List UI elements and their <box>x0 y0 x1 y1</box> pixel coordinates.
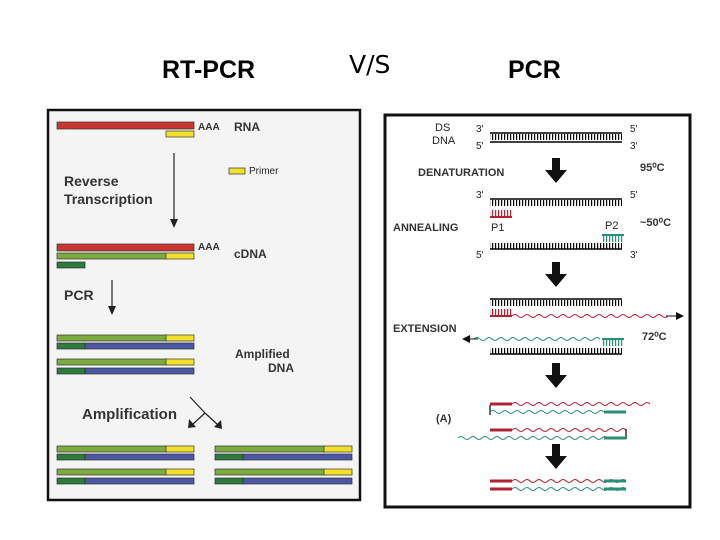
final-product <box>490 479 627 491</box>
extension-strand-top <box>490 298 669 318</box>
primer-legend-label: Primer <box>249 166 279 177</box>
arrow-down-icon <box>545 363 567 388</box>
ds-dna-label: DNA <box>432 135 456 147</box>
pcr-title: PCR <box>508 56 561 84</box>
primer-p2 <box>602 234 624 242</box>
arrow-down-icon <box>545 158 567 183</box>
cdna-second-primer <box>56 261 86 269</box>
primer-legend-swatch <box>228 167 246 175</box>
temp-50-label: ~50⁰C <box>640 217 671 229</box>
arrow-down-icon <box>108 280 116 315</box>
transcription-label: Transcription <box>64 191 153 207</box>
pcr-panel: DS DNA 3' 5' 5' 3' DENATURATION 95⁰C 3' … <box>383 113 692 509</box>
rna-label: RNA <box>234 120 260 134</box>
prime-label: 5' <box>630 190 638 201</box>
product-pair-1 <box>56 445 195 461</box>
temp-95-label: 95⁰C <box>640 162 665 174</box>
primer-p1 <box>490 210 512 218</box>
product-set-2 <box>457 428 627 440</box>
pcr-frame <box>383 113 692 509</box>
prime-label: 3' <box>630 250 638 261</box>
product-pair-2 <box>56 468 195 485</box>
product-a-label: (A) <box>436 413 452 425</box>
amplified-pair-1 <box>56 334 195 350</box>
rt-pcr-panel: AAA RNA Primer Reverse Transcription AAA… <box>46 108 362 502</box>
prime-label: 5' <box>476 141 484 152</box>
product-pair-3 <box>214 445 353 461</box>
arrow-down-icon <box>545 444 567 469</box>
primer-bar <box>165 130 195 138</box>
cdna-primer <box>165 252 195 260</box>
extension-strand-bottom <box>473 337 624 355</box>
prime-label: 5' <box>476 250 484 261</box>
cdna-rna-strand <box>56 243 195 252</box>
p1-label: P1 <box>491 222 504 234</box>
product-set-1 <box>489 402 651 415</box>
template-strand-top <box>490 198 622 206</box>
rt-pcr-frame <box>46 108 362 502</box>
arrow-left-icon <box>462 335 478 343</box>
cdna-label: cDNA <box>234 247 267 261</box>
cdna-strand <box>56 252 168 260</box>
p2-label: P2 <box>605 220 618 232</box>
amplified-label: Amplified <box>235 347 290 361</box>
versus-label: V/S <box>349 50 391 79</box>
template-strand-bottom <box>490 243 622 250</box>
prime-label: 3' <box>476 124 484 135</box>
arrow-down-icon <box>545 262 567 287</box>
amplified-dna-label: DNA <box>268 361 294 375</box>
rt-pcr-title: RT-PCR <box>162 56 256 84</box>
extension-label: EXTENSION <box>393 323 457 335</box>
prime-label: 3' <box>630 141 638 152</box>
rna-strand <box>56 121 195 130</box>
poly-a-label: AAA <box>198 122 220 133</box>
pcr-step-label: PCR <box>64 287 94 303</box>
cdna-poly-a-label: AAA <box>198 242 220 253</box>
amplified-pair-2 <box>56 358 195 375</box>
annealing-label: ANNEALING <box>393 222 458 234</box>
prime-label: 3' <box>476 190 484 201</box>
arrow-right-icon <box>666 312 684 320</box>
ds-dna-strands <box>490 132 622 143</box>
prime-label: 5' <box>630 124 638 135</box>
arrow-down-icon <box>170 153 178 228</box>
split-arrow-icon <box>188 396 222 429</box>
temp-72-label: 72⁰C <box>642 331 667 343</box>
reverse-label: Reverse <box>64 173 119 189</box>
product-pair-4 <box>214 468 353 485</box>
amplification-label: Amplification <box>82 406 177 423</box>
denaturation-label: DENATURATION <box>418 167 504 179</box>
ds-label: DS <box>435 122 450 134</box>
